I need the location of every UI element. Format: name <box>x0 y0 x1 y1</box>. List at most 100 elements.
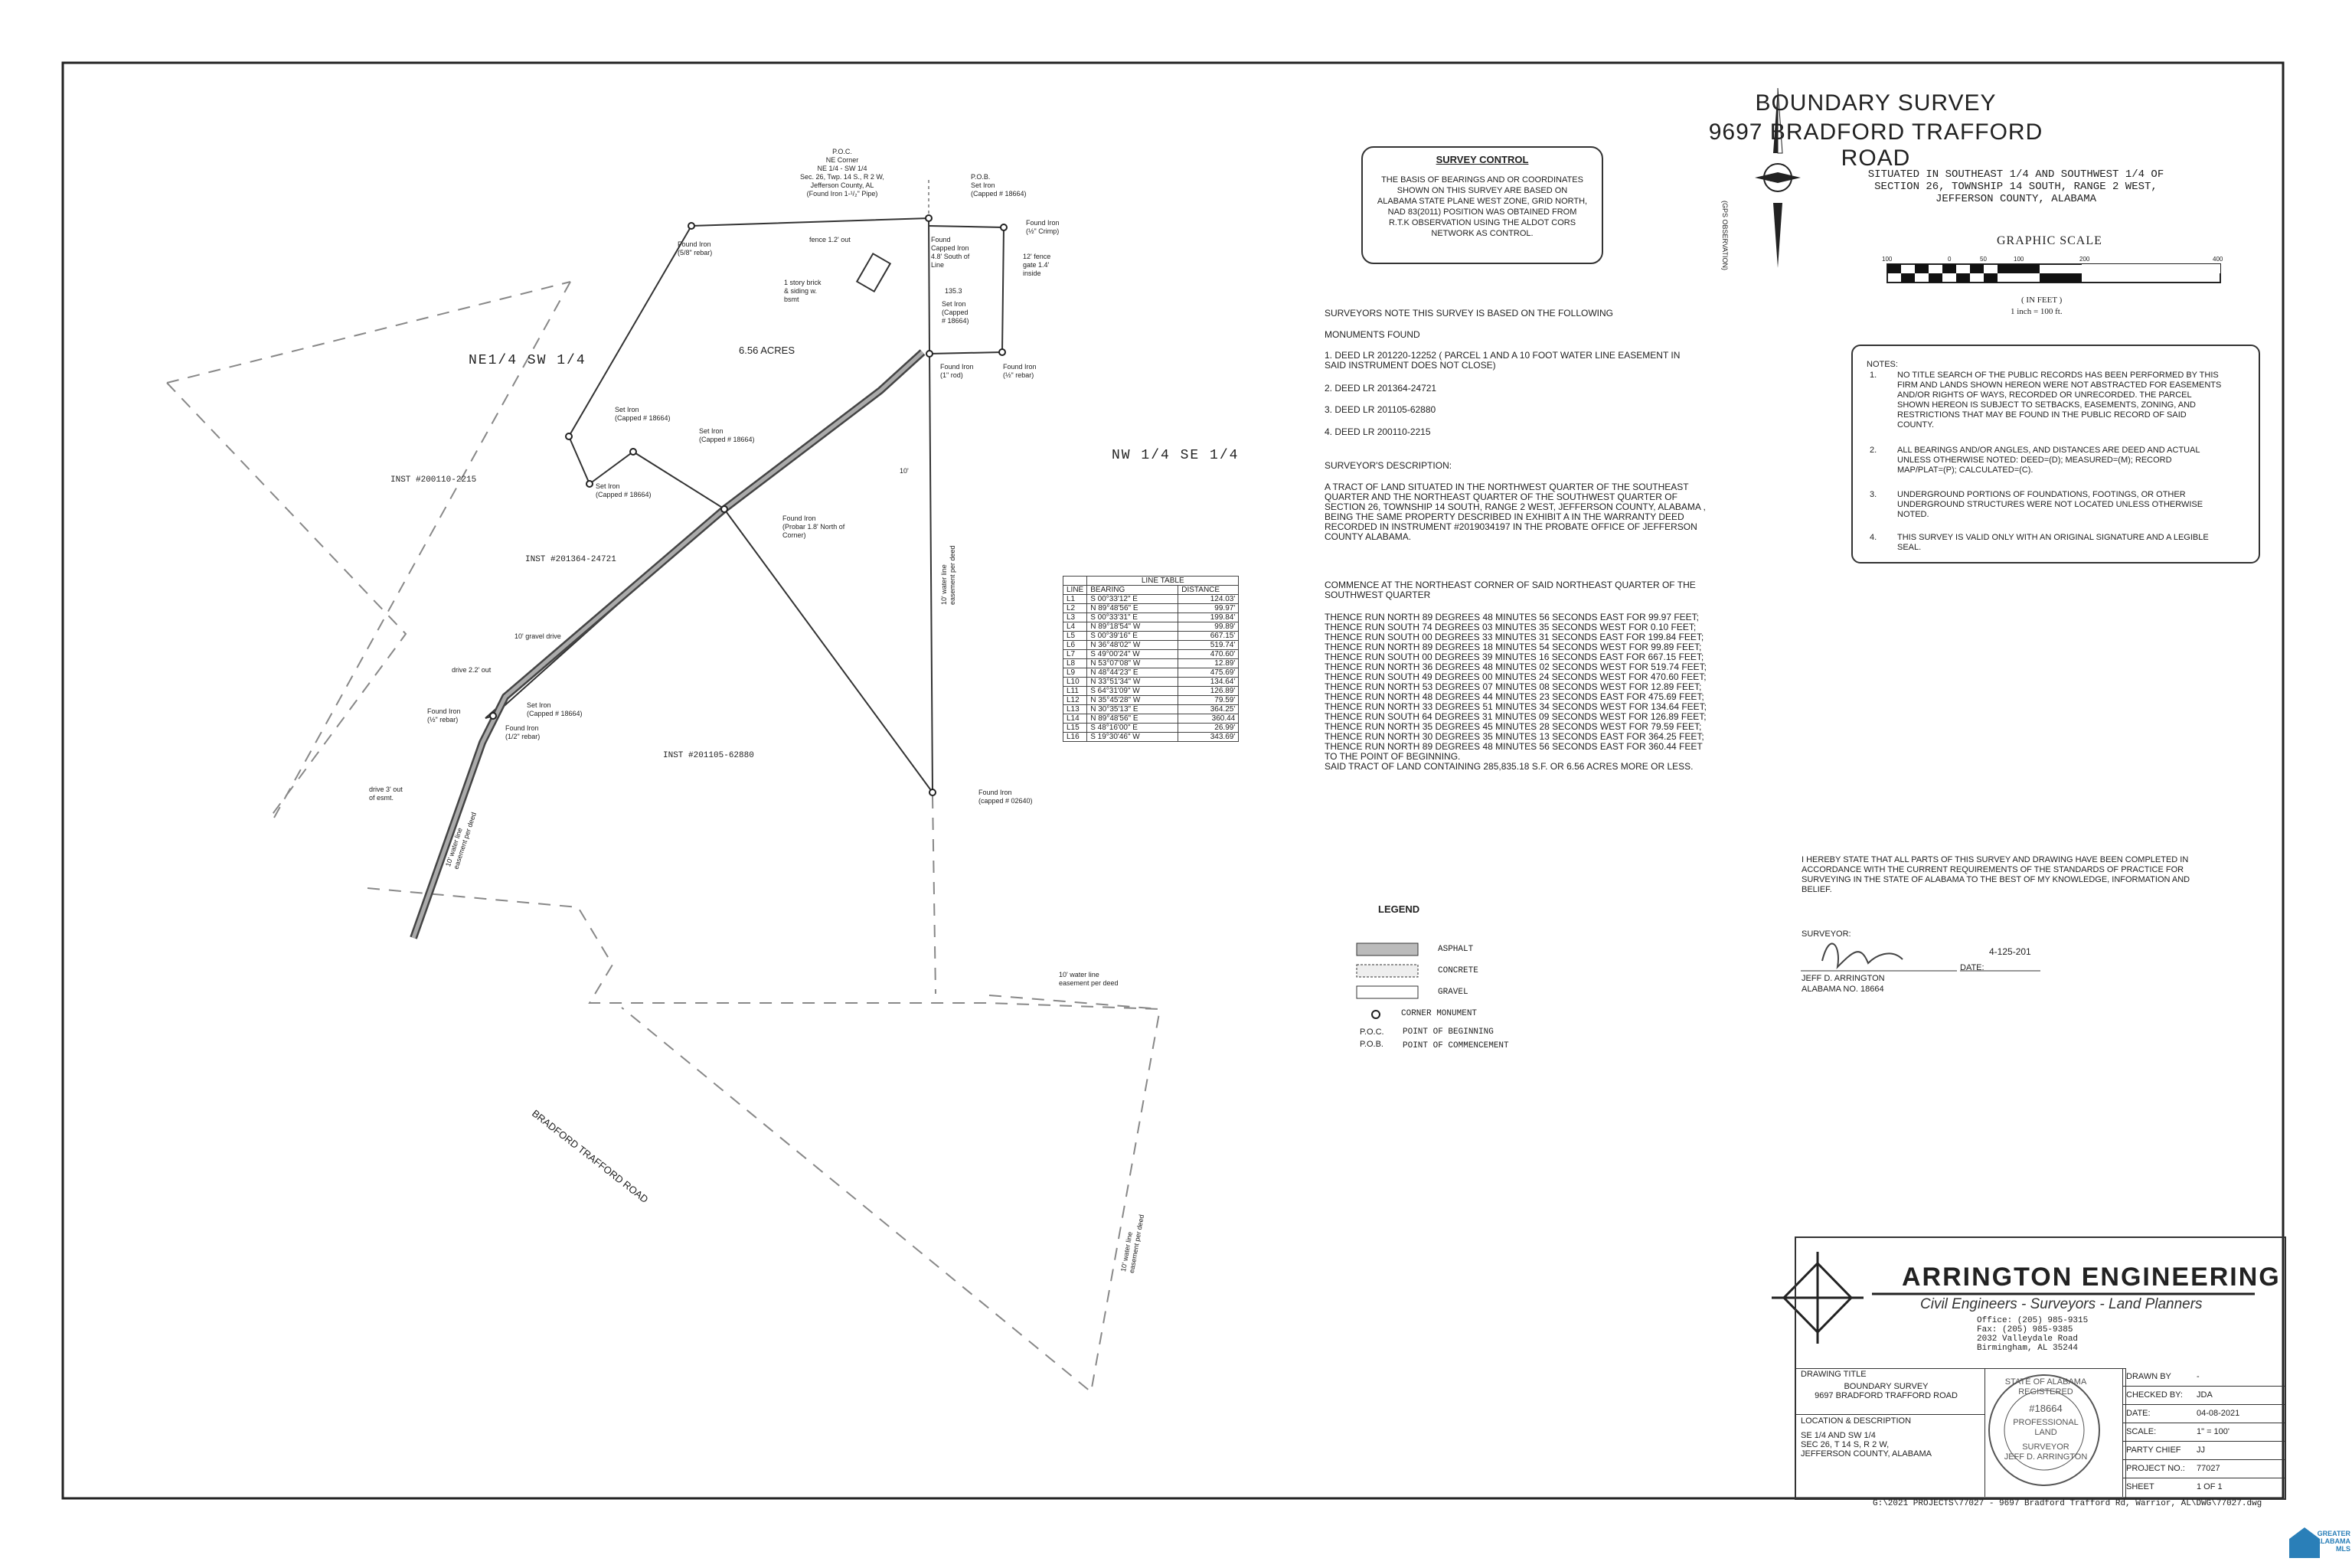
line-table-cell: 519.74' <box>1178 640 1240 650</box>
scale-ratio: 1 inch = 100 ft. <box>2011 307 2063 316</box>
found-iron-label: Found Iron (1/2" rebar) <box>505 724 541 740</box>
found-iron-label: Found Iron (½" Crimp) <box>1026 219 1060 235</box>
line-table-cell: N 89°18'54" W <box>1086 622 1179 632</box>
surveyors-note: SURVEYORS NOTE THIS SURVEY IS BASED ON T… <box>1325 308 1613 318</box>
sheet-border <box>61 61 2285 1500</box>
line-table-cell: L13 <box>1062 704 1088 714</box>
signature-icon <box>1821 942 1903 969</box>
ne-sw-quarter-label: NE1/4 SW 1/4 <box>469 353 586 368</box>
corner-monument <box>489 712 497 720</box>
line-table-cell: 126.89' <box>1178 686 1240 696</box>
property-boundary <box>485 217 934 795</box>
monuments-heading: MONUMENTS FOUND <box>1325 329 1420 340</box>
info-row: DRAWN BY- <box>2123 1368 2285 1387</box>
line-table-cell: 79.59' <box>1178 695 1240 705</box>
commence-description: COMMENCE AT THE NORTHEAST CORNER OF SAID… <box>1325 580 1696 600</box>
easement-line <box>988 995 1161 1010</box>
note-text: UNDERGROUND PORTIONS OF FOUNDATIONS, FOO… <box>1897 490 2203 519</box>
found-iron-label: Found Iron (½" rebar) <box>427 707 461 724</box>
legend-heading: LEGEND <box>1378 903 1420 915</box>
project-info-table: DRAWN BY- CHECKED BY:JDA DATE:04-08-2021… <box>2122 1368 2285 1497</box>
instrument-label: INST #201105-62880 <box>663 751 754 760</box>
easement-note: 10' water line easement per deed <box>1059 971 1119 987</box>
drive-note: drive 3' out of esmt. <box>369 786 403 802</box>
title-block: ARRINGTON ENGINEERING Civil Engineers - … <box>1795 1236 2286 1500</box>
divider <box>1796 1414 1984 1415</box>
description-heading: SURVEYOR'S DESCRIPTION: <box>1325 460 1452 471</box>
line-table-cell: L7 <box>1062 649 1088 659</box>
legend-concrete: CONCRETE <box>1438 966 1478 975</box>
seal-outer <box>1988 1374 2100 1486</box>
location-description: SE 1/4 AND SW 1/4 SEC 26, T 14 S, R 2 W,… <box>1801 1431 1932 1459</box>
line-table-header: LINE <box>1062 585 1088 595</box>
poc-label: P.O.C. NE Corner NE 1/4 - SW 1/4 Sec. 26… <box>800 148 884 198</box>
notes-box: NOTES: 1. NO TITLE SEARCH OF THE PUBLIC … <box>1851 345 2260 564</box>
deed-item: 2. DEED LR 201364-24721 <box>1325 383 1437 394</box>
line-table-cell: L12 <box>1062 695 1088 705</box>
corner-monument <box>688 222 695 230</box>
corner-monument <box>929 789 936 796</box>
adjoiner-line <box>166 382 407 820</box>
line-table-cell: S 00°39'16" E <box>1086 631 1179 641</box>
line-table-cell: L2 <box>1062 603 1088 613</box>
nw-se-quarter-label: NW 1/4 SE 1/4 <box>1112 448 1240 463</box>
line-table-cell: S 48°16'00" E <box>1086 723 1179 733</box>
line-table-cell: L3 <box>1062 612 1088 622</box>
legend-poc: P.O.C. <box>1360 1027 1384 1037</box>
sheet-subtitle: SITUATED IN SOUTHEAST 1/4 AND SOUTHWEST … <box>1867 168 2164 205</box>
legend-asphalt: ASPHALT <box>1438 945 1474 954</box>
north-arrow-label: (GPS OBSERVATION) <box>1721 201 1729 271</box>
legend-monument: CORNER MONUMENT <box>1401 1009 1478 1018</box>
legend-pob-text: POINT OF COMMENCEMENT <box>1403 1041 1509 1050</box>
adjoiner-line <box>367 887 1161 1393</box>
line-table-cell: 99.97' <box>1178 603 1240 613</box>
corner-monument <box>629 448 637 456</box>
corner-monument <box>586 480 593 488</box>
line-table-cell: L10 <box>1062 677 1088 687</box>
line-table-cell: 124.03' <box>1178 594 1240 604</box>
line-table-title: LINE TABLE <box>1086 576 1240 586</box>
fence-gate-note: 12' fence gate 1.4' inside <box>1023 253 1051 277</box>
line-table-cell: N 89°48'56" E <box>1086 714 1179 724</box>
line-table-cell: N 33°51'34" W <box>1086 677 1179 687</box>
house-label: 1 story brick & siding w. bsmt <box>784 279 822 303</box>
set-iron-label: Set Iron (Capped # 18664) <box>596 482 652 498</box>
sheet-address: 9697 BRADFORD TRAFFORD ROAD <box>1708 119 2043 171</box>
line-table-cell: L5 <box>1062 631 1088 641</box>
deed-item: 1. DEED LR 201220-12252 ( PARCEL 1 AND A… <box>1325 350 1681 371</box>
line-table-cell: 470.60' <box>1178 649 1240 659</box>
line-table-cell: 99.89' <box>1178 622 1240 632</box>
company-name: ARRINGTON ENGINEERING <box>1902 1263 2281 1292</box>
instrument-label: INST #200110-2215 <box>390 475 477 485</box>
date-label: DATE: <box>1960 963 1984 972</box>
drawing-title-cell <box>1796 1368 2126 1498</box>
note-text: THIS SURVEY IS VALID ONLY WITH AN ORIGIN… <box>1897 533 2209 552</box>
line-table-cell: 343.69' <box>1178 732 1240 742</box>
fence-note: fence 1.2' out <box>809 236 851 243</box>
line-table-cell: 12.89' <box>1178 658 1240 668</box>
found-iron-label: Found Iron (5/8" rebar) <box>678 240 713 256</box>
acreage-label: 6.56 ACRES <box>739 345 795 356</box>
corner-monument <box>925 214 933 222</box>
note-number: 1. <box>1870 371 1877 380</box>
notes-heading: NOTES: <box>1867 360 1898 369</box>
line-table-cell: S 64°31'09" W <box>1086 686 1179 696</box>
line-table-cell: N 48°44'23" E <box>1086 668 1179 678</box>
graphic-scale-bar <box>1886 263 2221 283</box>
line-table-cell: L9 <box>1062 668 1088 678</box>
line-table-cell: L4 <box>1062 622 1088 632</box>
easement-line <box>932 795 936 995</box>
deed-item: 3. DEED LR 201105-62880 <box>1325 404 1436 415</box>
info-row: SCALE:1" = 100' <box>2123 1423 2285 1442</box>
registration-seal: STATE OF ALABAMA REGISTERED #18664 PROFE… <box>2004 1377 2088 1462</box>
